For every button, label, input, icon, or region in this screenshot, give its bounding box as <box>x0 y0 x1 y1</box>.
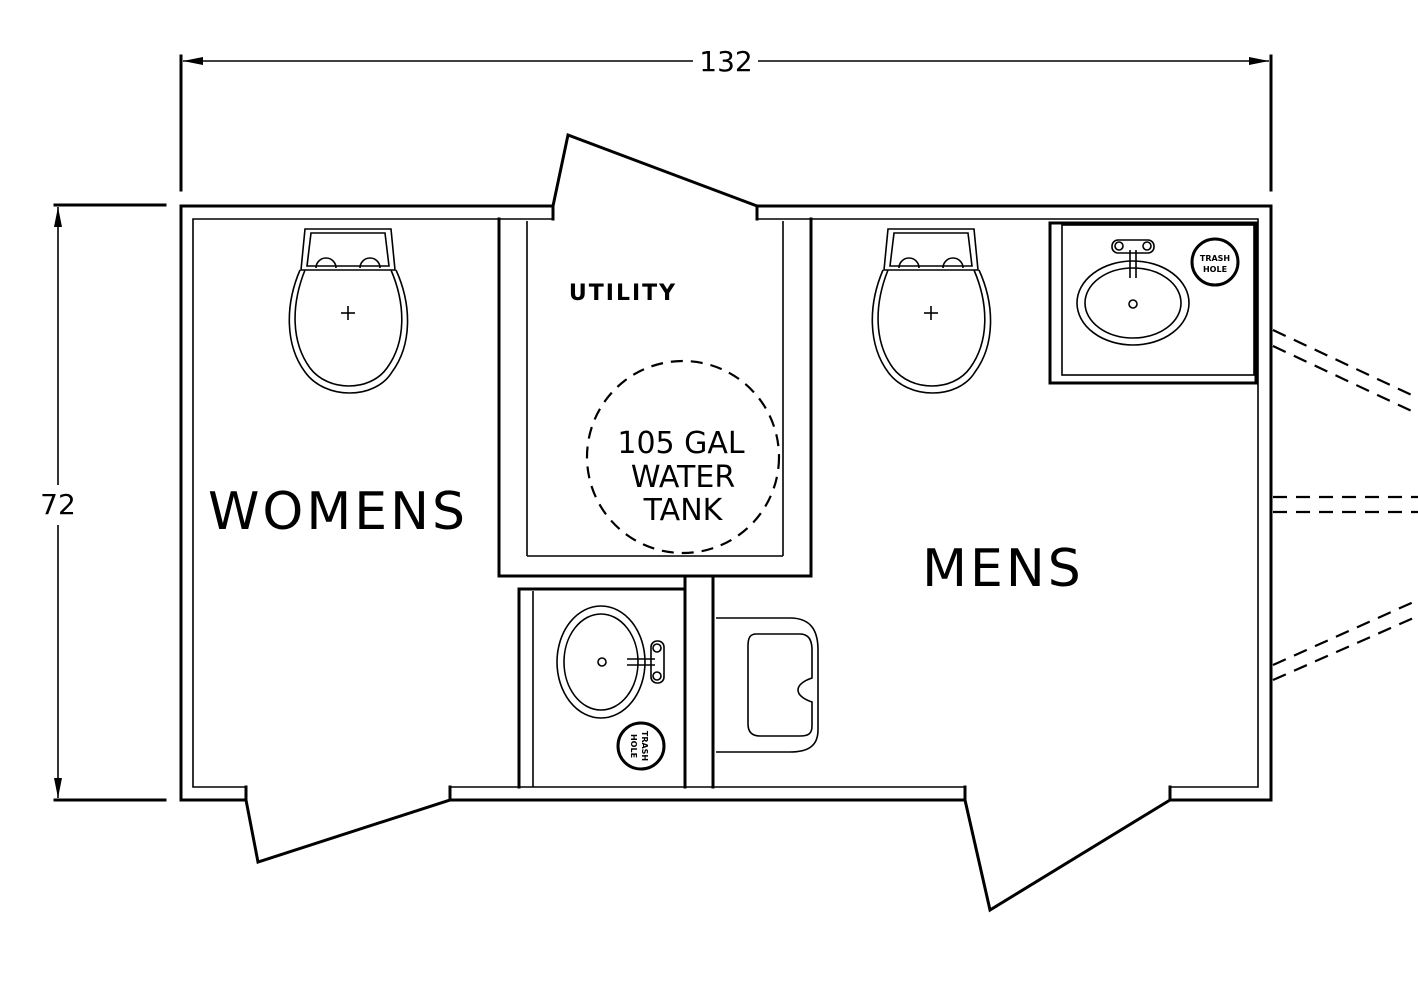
womens-trash-label-2: HOLE <box>629 734 638 758</box>
womens-trash-label-1: TRASH <box>640 731 649 761</box>
mens-trash-label-2: HOLE <box>1203 265 1227 274</box>
mens-trash-hole-icon: TRASH HOLE <box>1190 237 1240 287</box>
utility-room: UTILITY 105 GAL WATER TANK <box>497 217 813 578</box>
mens-toilet-icon <box>871 228 992 394</box>
door-swing-icon <box>244 132 1173 913</box>
urinal-icon <box>716 617 819 753</box>
mens-trash-label-1: TRASH <box>1200 254 1230 263</box>
width-dimension-label: 132 <box>699 45 752 78</box>
depth-dimension: 72 <box>40 203 167 802</box>
womens-trash-hole-icon: TRASH HOLE <box>616 721 666 771</box>
womens-sink-icon <box>556 605 665 719</box>
womens-toilet-icon <box>288 228 409 394</box>
utility-label: UTILITY <box>569 281 677 306</box>
depth-dimension-label: 72 <box>40 488 76 521</box>
width-dimension: 132 <box>179 45 1273 192</box>
water-tank-line1: 105 GAL <box>617 426 745 461</box>
water-tank-line2: WATER <box>631 460 735 495</box>
water-tank-line3: TANK <box>643 493 724 528</box>
interior-partitions <box>517 576 715 789</box>
water-tank-icon <box>585 359 781 555</box>
exterior-walls <box>179 204 1273 802</box>
mens-room-label: MENS <box>922 539 1084 599</box>
womens-room-label: WOMENS <box>208 482 468 542</box>
hitch-icon <box>1272 329 1418 682</box>
mens-sink-icon <box>1076 239 1190 346</box>
mens-vanity: TRASH HOLE <box>1048 221 1258 385</box>
